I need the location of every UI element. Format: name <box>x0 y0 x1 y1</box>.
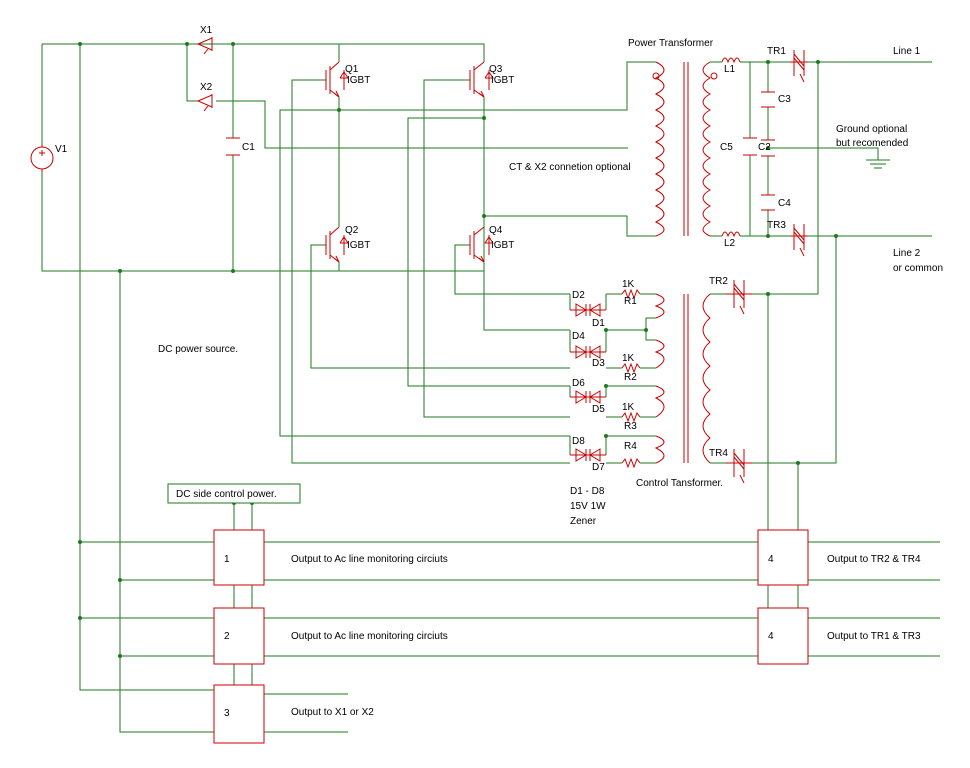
voltage-source-v1 <box>30 145 54 172</box>
q1-type: IGBT <box>347 75 370 86</box>
q2-type: IGBT <box>347 240 370 251</box>
labels: Power Transformer CT & X2 connetion opti… <box>55 25 943 719</box>
q1-label: Q1 <box>345 64 359 75</box>
ground-icon <box>866 159 890 169</box>
q4-type: IGBT <box>491 240 514 251</box>
igbt-q1 <box>325 61 349 98</box>
line2-label: Line 2 <box>893 248 921 259</box>
igbt-q2 <box>325 226 349 263</box>
l1-label: L1 <box>724 64 736 75</box>
capacitor-c2 <box>761 139 775 157</box>
capacitor-c1 <box>226 137 240 156</box>
c4-label: C4 <box>778 198 791 209</box>
ground-note-1: Ground optional <box>836 124 907 135</box>
block4b-number: 4 <box>768 631 774 642</box>
power-transformer-label: Power Transformer <box>628 38 714 49</box>
d4-label: D4 <box>572 331 585 342</box>
c5-label: C5 <box>720 142 733 153</box>
tr3-label: TR3 <box>767 220 786 231</box>
d8-label: D8 <box>572 436 585 447</box>
q3-label: Q3 <box>489 64 503 75</box>
line1-label: Line 1 <box>893 46 921 57</box>
inductor-l2 <box>721 231 741 238</box>
triac-tr4 <box>726 449 752 484</box>
dc-side-control-box <box>167 483 301 504</box>
r3-value: 1K <box>622 402 635 413</box>
dc-side-control-label: DC side control power. <box>176 489 277 500</box>
x2-label: X2 <box>200 82 213 93</box>
thyristor-x2 <box>196 94 213 112</box>
capacitor-c4 <box>761 194 775 211</box>
r1-label: R1 <box>624 296 637 307</box>
d7-label: D7 <box>592 462 605 473</box>
zener-diodes <box>570 303 606 462</box>
igbt-q4 <box>469 226 494 263</box>
c3-label: C3 <box>778 94 791 105</box>
block3-number: 3 <box>224 708 230 719</box>
inductor-l1 <box>721 57 741 64</box>
d6-label: D6 <box>572 378 585 389</box>
block1-number: 1 <box>224 554 230 565</box>
block4a-output-label: Output to TR2 & TR4 <box>827 554 921 565</box>
ct-note: CT & X2 connetion optional <box>509 162 631 173</box>
block1-output-label: Output to Ac line monitoring circiuts <box>291 554 448 565</box>
block2-output-label: Output to Ac line monitoring circiuts <box>291 631 448 642</box>
c1-label: C1 <box>242 142 255 153</box>
d3-label: D3 <box>592 358 605 369</box>
q2-label: Q2 <box>345 225 359 236</box>
block2-number: 2 <box>224 631 230 642</box>
triac-tr1 <box>790 50 808 83</box>
zener-note-2: 15V 1W <box>570 501 606 512</box>
block3-output-label: Output to X1 or X2 <box>291 707 374 718</box>
triac-tr3 <box>790 224 808 257</box>
q3-type: IGBT <box>491 75 514 86</box>
tr1-label: TR1 <box>767 46 786 57</box>
q4-label: Q4 <box>489 225 503 236</box>
d2-label: D2 <box>572 290 585 301</box>
tr2-label: TR2 <box>709 276 728 287</box>
triac-tr2 <box>726 280 752 315</box>
r1-value: 1K <box>622 279 635 290</box>
control-transformer <box>654 293 711 464</box>
x1-label: X1 <box>200 25 213 36</box>
capacitor-c3 <box>761 91 775 108</box>
dc-power-source-label: DC power source. <box>158 344 238 355</box>
r3-label: R3 <box>624 421 637 432</box>
zener-note-1: D1 - D8 <box>570 486 605 497</box>
line2-common-label: or common <box>893 263 943 274</box>
control-blocks <box>213 529 809 744</box>
d1-label: D1 <box>592 318 605 329</box>
power-transformer <box>652 61 718 237</box>
control-transformer-label: Control Tansformer. <box>636 478 723 489</box>
r2-label: R2 <box>624 372 637 383</box>
zener-note-3: Zener <box>570 516 597 527</box>
d5-label: D5 <box>592 404 605 415</box>
r4-label: R4 <box>624 441 637 452</box>
c2-label: C2 <box>758 142 771 153</box>
igbt-q3 <box>469 61 494 98</box>
block4b-output-label: Output to TR1 & TR3 <box>827 631 921 642</box>
resistors <box>621 288 641 469</box>
capacitor-c5 <box>743 137 757 156</box>
ground-note-2: but recomended <box>836 138 908 149</box>
r2-value: 1K <box>622 353 635 364</box>
tr4-label: TR4 <box>709 448 728 459</box>
block4a-number: 4 <box>768 554 774 565</box>
v1-label: V1 <box>55 144 68 155</box>
l2-label: L2 <box>724 238 736 249</box>
thyristor-x1 <box>196 37 213 55</box>
